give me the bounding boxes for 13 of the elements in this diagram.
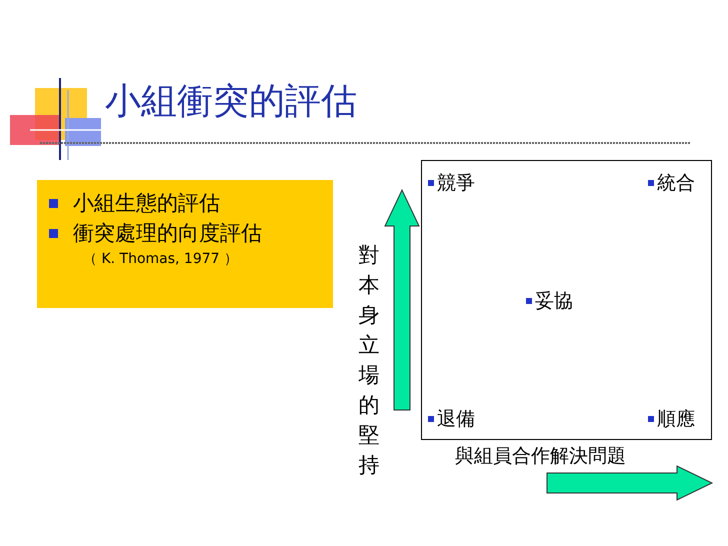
text-panel xyxy=(37,180,333,308)
axis-label: 對本身立場的堅持 xyxy=(358,242,380,479)
bullet-item: 小組生態的評估 xyxy=(47,188,323,218)
quadrant-label: 統合 xyxy=(648,171,695,195)
citation-text: （ K. Thomas, 1977 ） xyxy=(82,250,240,269)
axis-label: 與組員合作解決問題 xyxy=(455,444,626,469)
quadrant-label: 妥協 xyxy=(526,289,573,313)
quadrant-label: 順應 xyxy=(648,407,695,431)
slide-title: 小組衝突的評估 xyxy=(105,80,357,124)
quadrant-box xyxy=(421,160,712,440)
quadrant-label: 競爭 xyxy=(428,171,475,195)
bullet-item: 衝突處理的向度評估 xyxy=(47,218,323,248)
quadrant-label: 退備 xyxy=(428,407,475,431)
